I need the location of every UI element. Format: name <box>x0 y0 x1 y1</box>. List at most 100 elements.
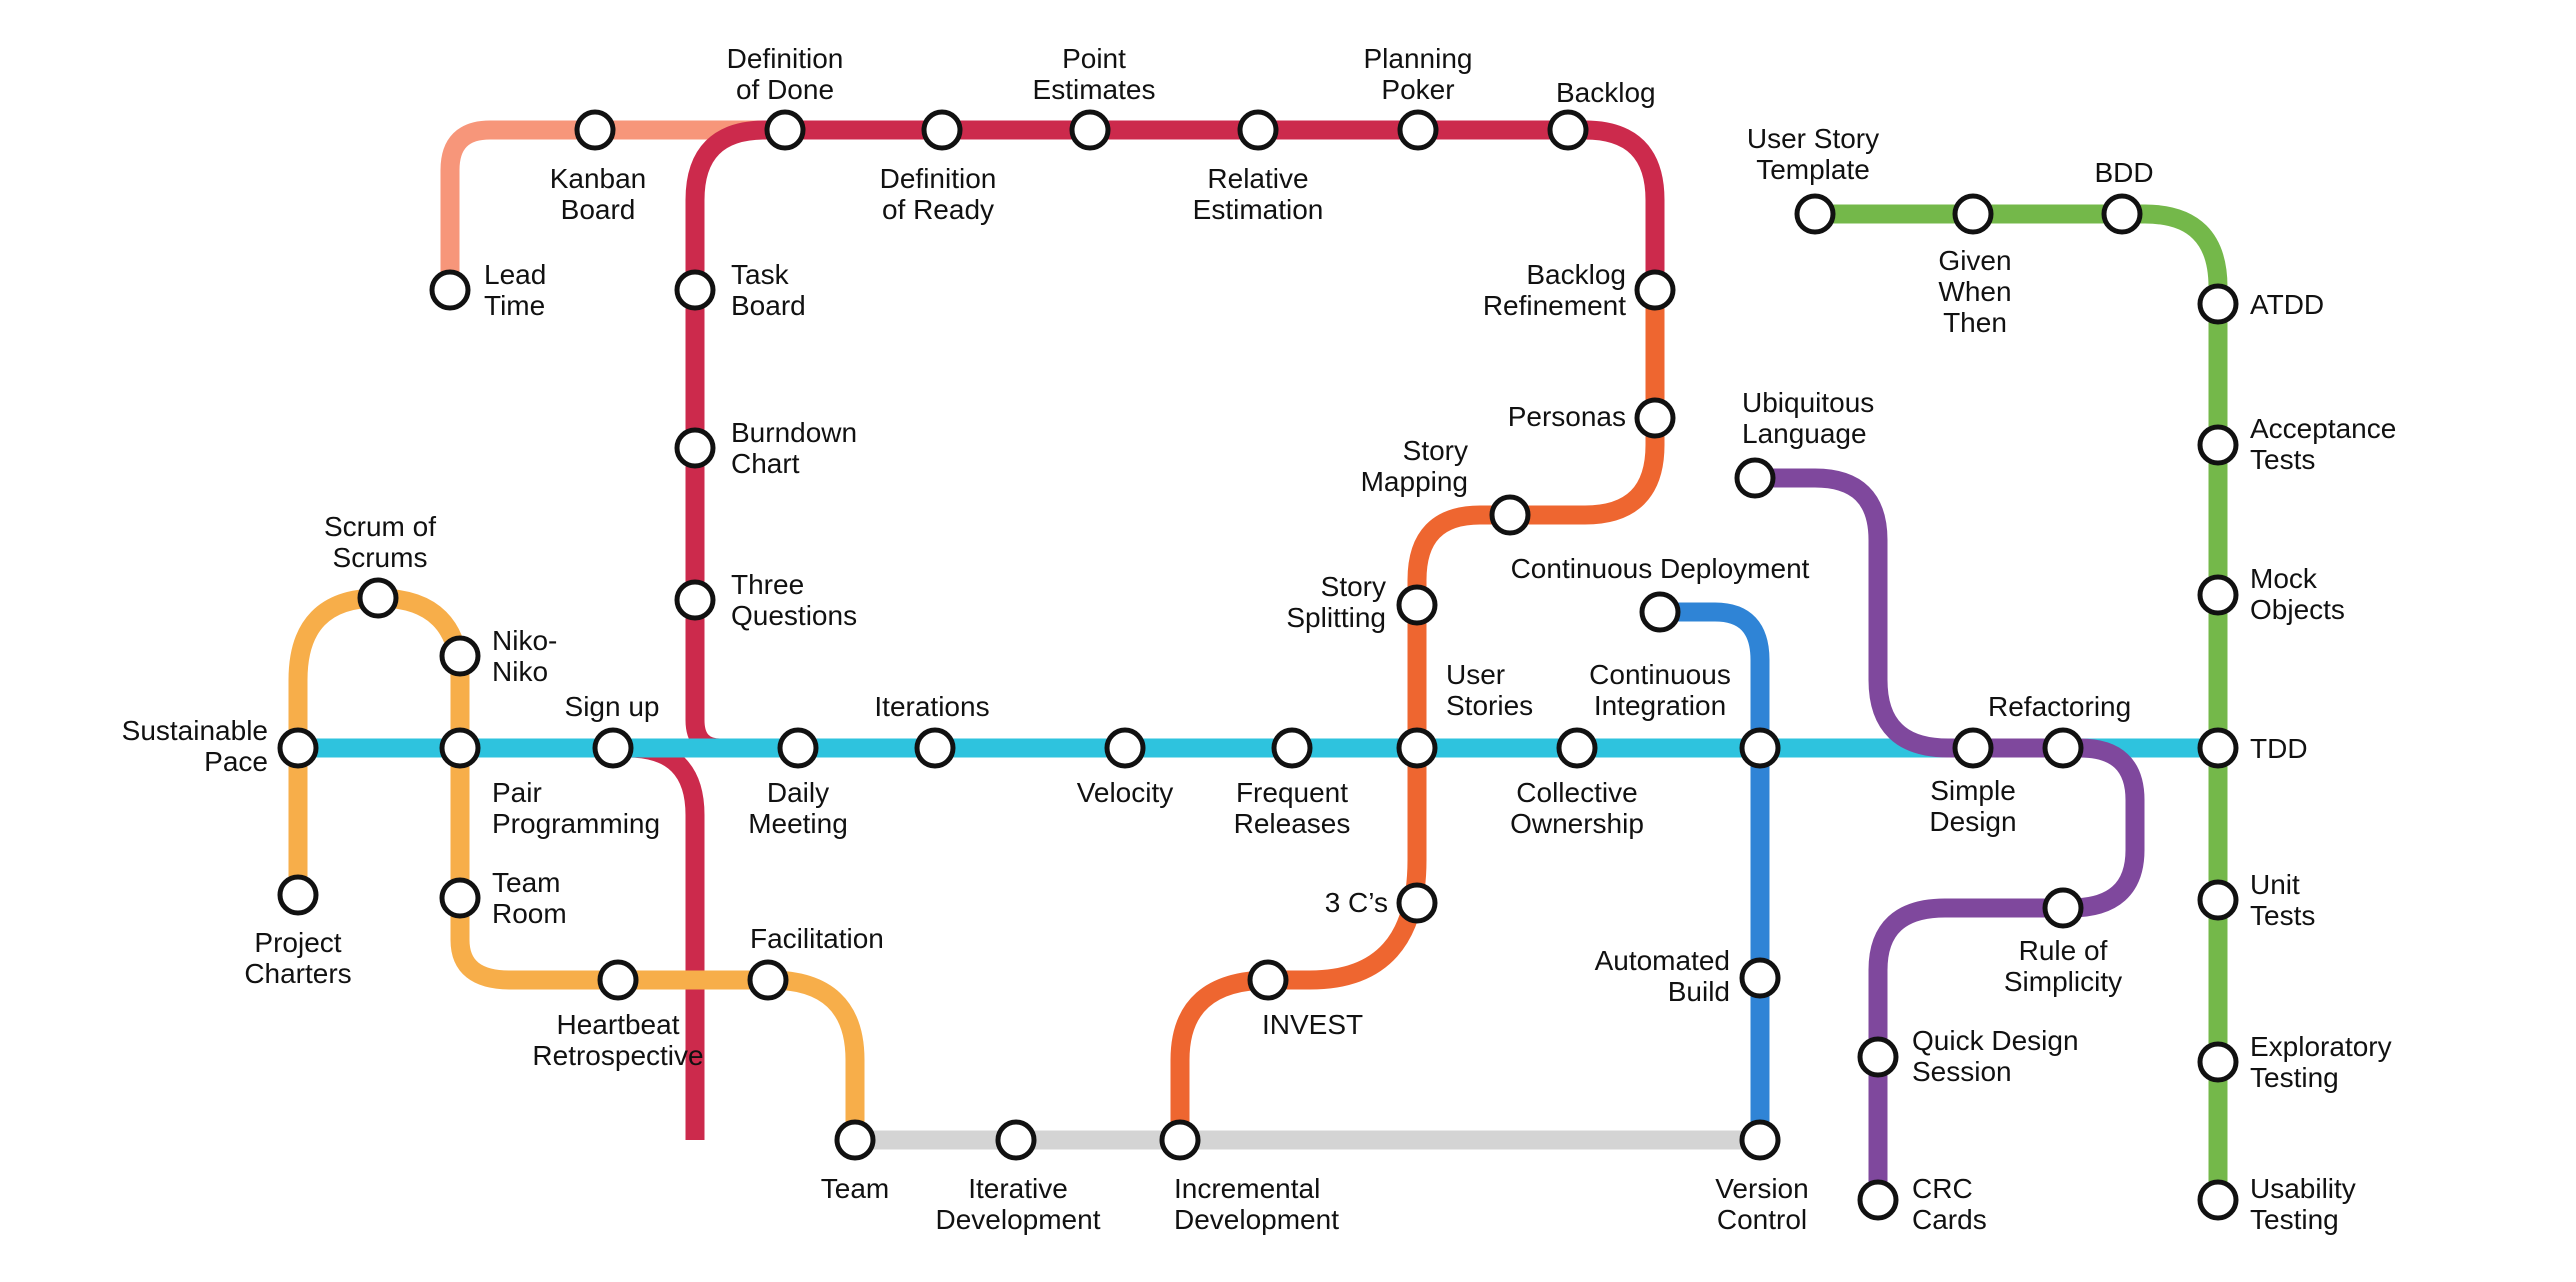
crc-cards-label-line: Cards <box>1912 1204 1987 1235</box>
three-cs-label: 3 C’s <box>1325 887 1388 918</box>
story-splitting-label-line: Story <box>1321 571 1386 602</box>
atdd-station <box>2197 283 2239 325</box>
backlog-refinement-label-line: Refinement <box>1483 290 1626 321</box>
collective-ownership-label-line: Ownership <box>1510 808 1644 839</box>
facilitation-label-line: Facilitation <box>750 923 884 954</box>
burndown-chart-station <box>674 427 716 469</box>
task-board-station <box>674 269 716 311</box>
three-cs-label-line: 3 C’s <box>1325 887 1388 918</box>
quick-design-session-label-line: Quick Design <box>1912 1025 2079 1056</box>
usability-testing-label-line: Usability <box>2250 1173 2356 1204</box>
automated-build-station <box>1739 957 1781 999</box>
ubiquitous-language-station <box>1734 457 1776 499</box>
teams-line <box>288 588 865 1140</box>
usability-testing-label-line: Testing <box>2250 1204 2339 1235</box>
definition-of-done-station <box>764 109 806 151</box>
crc-cards-station <box>1857 1179 1899 1221</box>
backlog-label: Backlog <box>1556 77 1656 108</box>
sustainable-pace-label-line: Pace <box>204 746 268 777</box>
user-story-template-station <box>1794 193 1836 235</box>
personas-station <box>1634 397 1676 439</box>
rule-of-simplicity-label-line: Rule of <box>2019 935 2108 966</box>
invest-station <box>1247 959 1289 1001</box>
mock-objects-label-line: Objects <box>2250 594 2345 625</box>
project-charters-label-line: Project <box>254 927 341 958</box>
heartbeat-retrospective-station <box>597 959 639 1001</box>
automated-build-label-line: Build <box>1668 976 1730 1007</box>
invest-label-line: INVEST <box>1262 1009 1363 1040</box>
given-when-then-station <box>1952 193 1994 235</box>
bdd-label: BDD <box>2094 157 2153 188</box>
mock-objects-label-line: Mock <box>2250 563 2318 594</box>
bdd-label-line: BDD <box>2094 157 2153 188</box>
daily-meeting-label-line: Daily <box>767 777 829 808</box>
mock-objects-station <box>2197 574 2239 616</box>
exploratory-testing-label-line: Testing <box>2250 1062 2339 1093</box>
scrum-of-scrums-station <box>357 577 399 619</box>
task-board-label-line: Task <box>731 259 790 290</box>
iterations-label-line: Iterations <box>874 691 989 722</box>
facilitation-station <box>747 959 789 1001</box>
lead-time-label-line: Lead <box>484 259 546 290</box>
product-management-line <box>1170 290 1665 1140</box>
facilitation-label: Facilitation <box>750 923 884 954</box>
version-control-station <box>1739 1119 1781 1161</box>
backlog-refinement-station <box>1634 269 1676 311</box>
velocity-label: Velocity <box>1077 777 1174 808</box>
user-story-template-label-line: User Story <box>1747 123 1879 154</box>
team-room-label-line: Room <box>492 898 567 929</box>
rule-of-simplicity-label-line: Simplicity <box>2004 966 2122 997</box>
tdd-label-line: TDD <box>2250 733 2308 764</box>
continuous-integration-label-line: Continuous <box>1589 659 1731 690</box>
three-questions-label-line: Three <box>731 569 804 600</box>
user-stories-station <box>1396 727 1438 769</box>
incremental-development-label-line: Development <box>1174 1204 1339 1235</box>
sign-up-station <box>592 727 634 769</box>
burndown-chart-label-line: Chart <box>731 448 800 479</box>
acceptance-tests-label-line: Acceptance <box>2250 413 2396 444</box>
unit-tests-label-line: Tests <box>2250 900 2315 931</box>
continuous-deployment-label: Continuous Deployment <box>1511 553 1810 584</box>
scrum-of-scrums-label-line: Scrums <box>333 542 428 573</box>
sign-up-label-line: Sign up <box>565 691 660 722</box>
continuous-integration-station <box>1739 727 1781 769</box>
definition-of-ready-station <box>921 109 963 151</box>
invest-label: INVEST <box>1262 1009 1363 1040</box>
story-mapping-label-line: Mapping <box>1361 466 1468 497</box>
niko-niko-station <box>439 635 481 677</box>
tdd-label: TDD <box>2250 733 2308 764</box>
kanban-board-station <box>574 109 616 151</box>
user-stories-label-line: User <box>1446 659 1505 690</box>
refactoring-station <box>2042 727 2084 769</box>
refactoring-label-line: Refactoring <box>1988 691 2131 722</box>
metro-stations <box>277 109 2239 1221</box>
relative-estimation-label-line: Estimation <box>1193 194 1324 225</box>
frequent-releases-label-line: Frequent <box>1236 777 1348 808</box>
iterative-development-station <box>995 1119 1037 1161</box>
velocity-label-line: Velocity <box>1077 777 1174 808</box>
iterations-station <box>914 727 956 769</box>
kanban-line <box>440 120 790 290</box>
quick-design-session-station <box>1857 1036 1899 1078</box>
daily-meeting-label-line: Meeting <box>748 808 848 839</box>
frequent-releases-label-line: Releases <box>1234 808 1351 839</box>
heartbeat-retrospective-label-line: Retrospective <box>532 1040 703 1071</box>
iterative-development-label-line: Development <box>936 1204 1101 1235</box>
